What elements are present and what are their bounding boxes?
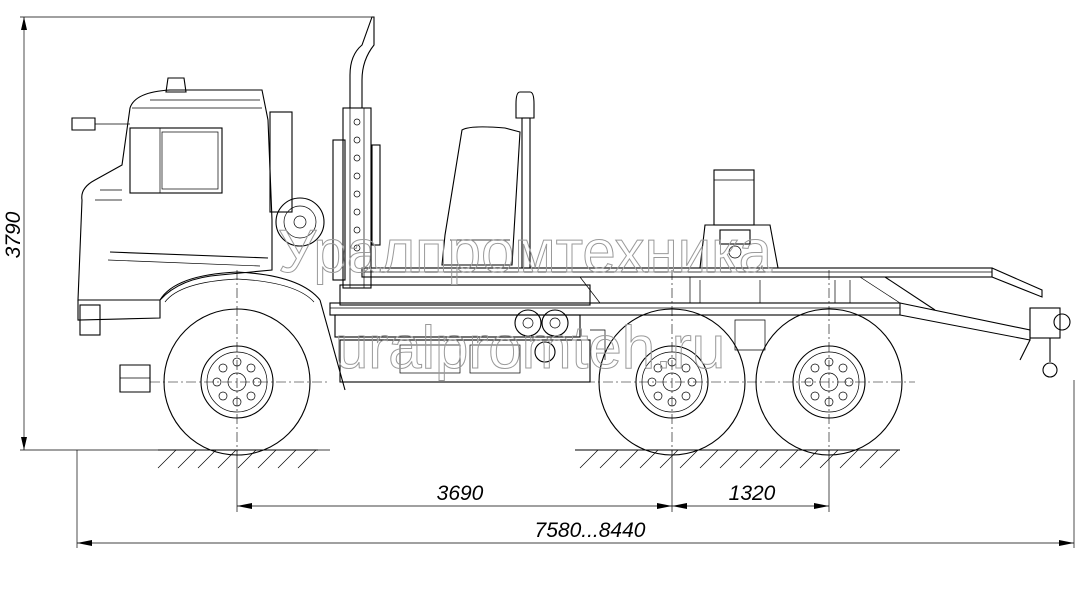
wheelbase-rear-dimension: 1320 — [672, 450, 830, 512]
hook-arm — [332, 107, 381, 289]
wheelbase-front-dimension: 3690 — [236, 450, 673, 512]
wheelbase-front-label: 3690 — [437, 482, 484, 505]
watermark-url: uralpromteh.ru — [335, 314, 725, 381]
under-frame-components — [319, 299, 766, 391]
overall-length-dimension: 7580...8440 — [76, 380, 1075, 548]
front-fender — [159, 271, 321, 303]
watermark-brand: Уралпромтехника — [278, 218, 773, 285]
exhaust-pipe — [349, 16, 375, 108]
middle-wheel — [598, 308, 746, 456]
front-wheel — [163, 308, 311, 456]
ground-front — [157, 449, 318, 469]
rear-hitch — [1019, 307, 1071, 378]
rear-wheel — [755, 308, 903, 456]
cab — [71, 77, 325, 393]
height-dimension-label: 3790 — [2, 211, 25, 258]
chassis-frame — [329, 280, 1031, 341]
ground-rear — [575, 449, 900, 469]
hydraulic-unit — [699, 169, 779, 269]
height-dimension: 3790 — [2, 16, 372, 451]
hooklift-platform — [361, 267, 1043, 311]
axle-center-lines — [150, 270, 915, 452]
overall-length-label: 7580...8440 — [535, 519, 646, 542]
wheelbase-rear-label: 1320 — [729, 482, 776, 505]
operator-seat — [441, 91, 535, 269]
